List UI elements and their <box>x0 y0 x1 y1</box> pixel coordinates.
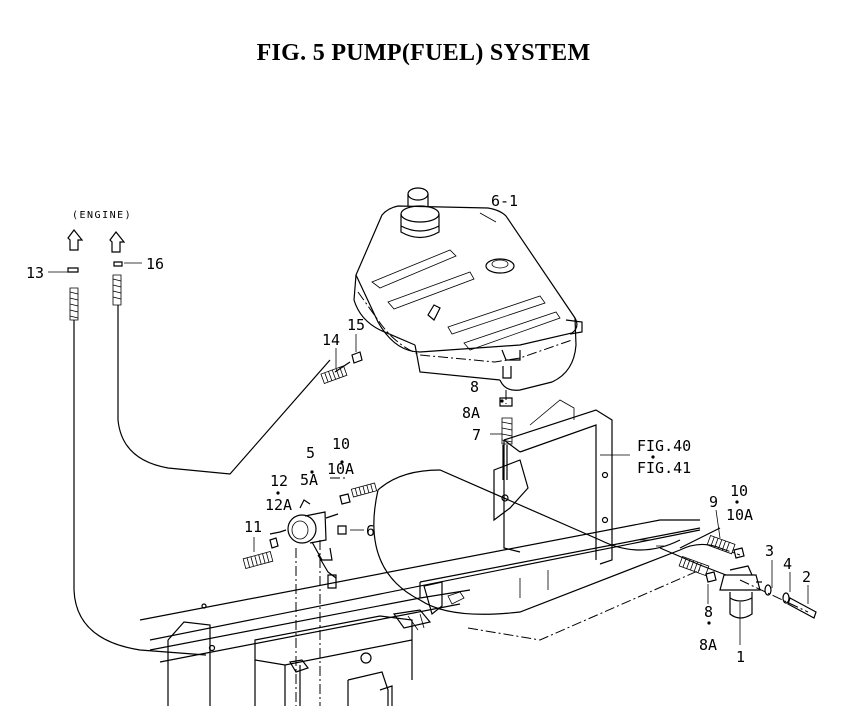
part-label-2: 2 <box>802 568 811 586</box>
part-label-10a-mid: 10A <box>327 460 354 478</box>
part-label-1: 1 <box>736 648 745 666</box>
part-label-6-1: 6-1 <box>491 192 518 210</box>
part-label-12: 12 <box>270 472 288 490</box>
part-label-15: 15 <box>347 316 365 334</box>
fuel-tank <box>353 187 583 391</box>
part-label-6: 6 <box>366 522 375 540</box>
part-label-3: 3 <box>765 542 774 560</box>
leader-lines <box>48 212 809 645</box>
page-title: FIG. 5 PUMP(FUEL) SYSTEM <box>256 40 591 66</box>
fig-40-ref: FIG.40 <box>637 437 691 455</box>
part-label-11: 11 <box>244 518 262 536</box>
part-label-9: 9 <box>709 493 718 511</box>
fig-41-ref: FIG.41 <box>637 459 691 477</box>
fuel-lines <box>73 305 809 706</box>
part-label-10-right: 10 <box>730 482 748 500</box>
part-label-4: 4 <box>783 555 792 573</box>
part-label-8-bottom: 8 <box>704 603 713 621</box>
part-label-16: 16 <box>146 255 164 273</box>
part-label-10-mid: 10 <box>332 435 350 453</box>
parts <box>67 229 817 619</box>
part-label-10a-right: 10A <box>726 506 753 524</box>
part-labels: (ENGINE) 13 16 6-1 14 15 8 8A 7 FIG.40 F… <box>26 192 811 666</box>
part-label-8a-bottom: 8A <box>699 636 717 654</box>
part-label-5: 5 <box>306 444 315 462</box>
mounting-frame <box>139 399 701 706</box>
part-label-12a: 12A <box>265 496 292 514</box>
part-label-14: 14 <box>322 331 340 349</box>
engine-label: (ENGINE) <box>72 210 132 221</box>
part-label-13: 13 <box>26 264 44 282</box>
label-dots <box>276 399 739 625</box>
part-label-7: 7 <box>472 426 481 444</box>
part-label-8-top: 8 <box>470 378 479 396</box>
part-label-5a: 5A <box>300 471 318 489</box>
part-label-8a-top: 8A <box>462 404 480 422</box>
